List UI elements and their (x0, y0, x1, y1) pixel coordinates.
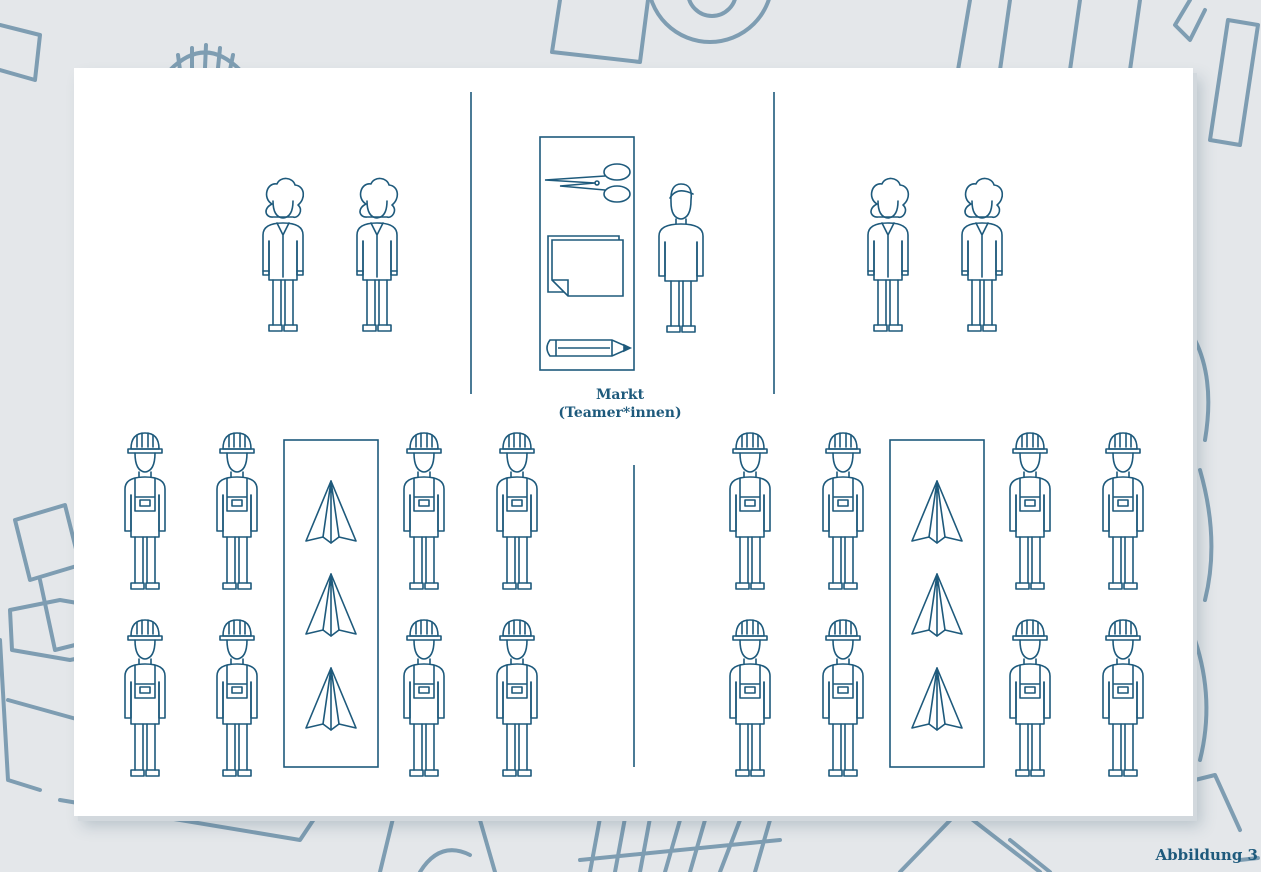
worker-icon (403, 619, 445, 777)
worker-icon (216, 432, 258, 590)
bg-ruler-shape (550, 0, 650, 64)
worker-icon (216, 619, 258, 777)
bg-brush-shape (0, 23, 42, 82)
scissors-icon (544, 163, 631, 203)
paper-plane-icon (305, 480, 357, 544)
worker-icon (822, 619, 864, 777)
worker-icon (1102, 432, 1144, 590)
businesswoman-icon (961, 177, 1004, 332)
worker-icon (1102, 619, 1144, 777)
market-label-subtitle: (Teamer*innen) (558, 405, 682, 421)
worker-icon (403, 432, 445, 590)
worker-icon (1009, 432, 1051, 590)
bg-clip-shape (1193, 338, 1214, 602)
market-materials-panel (539, 136, 635, 371)
figure-caption: Abbildung 3 (1155, 846, 1258, 864)
worker-icon (496, 432, 538, 590)
man-icon (658, 183, 704, 333)
market-label-title: Markt (595, 387, 645, 403)
worker-icon (124, 619, 166, 777)
market-label: Markt (Teamer*innen) (540, 386, 700, 422)
worker-icon (496, 619, 538, 777)
businesswoman-icon (262, 177, 305, 332)
worker-icon (729, 432, 771, 590)
bg-books-shape (578, 816, 782, 872)
paper-stack-icon (547, 235, 624, 297)
paper-plane-icon (305, 667, 357, 731)
bg-circle-shape (649, 0, 771, 44)
product-panel-right (889, 439, 985, 768)
paper-plane-icon (305, 573, 357, 637)
paper-plane-icon (911, 573, 963, 637)
businesswoman-icon (867, 177, 910, 332)
paper-plane-icon (911, 480, 963, 544)
product-panel-left (283, 439, 379, 768)
worker-icon (1009, 619, 1051, 777)
worker-icon (729, 619, 771, 777)
pencil-icon (546, 339, 632, 357)
worker-icon (124, 432, 166, 590)
bg-bar-shape (956, 0, 1142, 72)
worker-icon (822, 432, 864, 590)
businesswoman-icon (356, 177, 399, 332)
bg-pencil-shape (1208, 18, 1260, 147)
paper-plane-icon (911, 667, 963, 731)
